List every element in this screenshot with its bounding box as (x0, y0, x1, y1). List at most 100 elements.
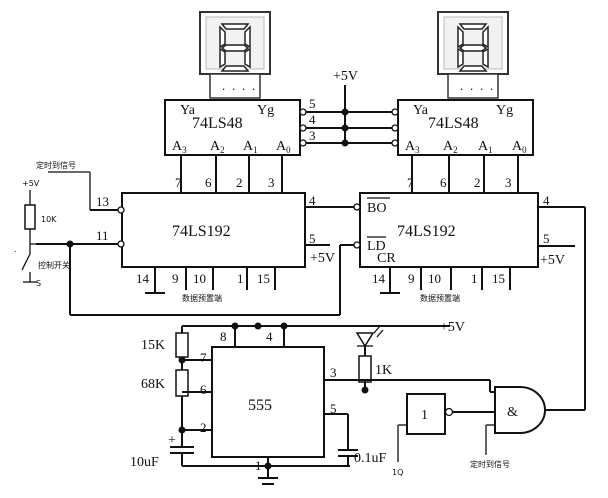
counter-right-bottom-pins: 数据预置端 (380, 267, 511, 303)
svg-text:A2: A2 (210, 139, 225, 155)
timing-signal-bottom-label: 定时到信号 (470, 459, 510, 469)
svg-text:3: 3 (268, 175, 275, 190)
svg-text:5: 5 (309, 231, 316, 246)
svg-text:.: . (470, 78, 473, 93)
counter-ic-right: 74LS192 BO LD CR 7 6 2 3 14 9 10 1 15 4 … (359, 175, 575, 286)
svg-text:.: . (252, 78, 255, 93)
supply-label-left-counter: +5V (310, 251, 335, 266)
svg-text:6: 6 (440, 175, 447, 190)
svg-text:A0: A0 (512, 139, 527, 155)
decoder-ic-left: Ya Yg 74LS48 A3 A2 A1 A0 (164, 99, 301, 156)
svg-text:7: 7 (200, 350, 207, 365)
counter-ic-left: 74LS192 7 6 2 3 14 9 10 1 15 4 5 +5V (121, 175, 335, 286)
switch-vcc-label: +5V (22, 179, 40, 188)
supply-label-right-counter: +5V (540, 253, 565, 268)
svg-text:10: 10 (193, 271, 206, 286)
decoder-right-out-first: Ya (413, 103, 429, 118)
inverter-ref-label: 1Q (392, 468, 403, 477)
link-pin-3: 3 (309, 128, 316, 143)
counter-right-label: 74LS192 (397, 223, 456, 240)
counter-left-bottom-pins: 数据预置端 (145, 267, 276, 303)
timing-signal-top-label: 定时到信号 (36, 160, 76, 170)
svg-text:A2: A2 (443, 139, 458, 155)
svg-text:6: 6 (205, 175, 212, 190)
svg-text:3: 3 (330, 365, 337, 380)
svg-text:4: 4 (543, 193, 550, 208)
inverter-symbol: 1 (421, 408, 428, 423)
c1-label: 10uF (130, 455, 159, 470)
svg-text:9: 9 (408, 271, 415, 286)
timer-rc-network: 15K 68K + 10uF 0.1uF (130, 326, 387, 470)
svg-text:8: 8 (220, 329, 227, 344)
decoder-left-out-first: Ya (180, 103, 196, 118)
svg-text:4: 4 (266, 329, 273, 344)
svg-text:15: 15 (492, 271, 505, 286)
control-switch-circuit: +5V 10K 控制开关 S . (14, 179, 70, 288)
r1-label: 15K (141, 338, 165, 353)
preset-left-label: 数据预置端 (182, 293, 222, 303)
counter-interconnect (70, 203, 361, 316)
svg-text:1: 1 (471, 271, 478, 286)
timer-output-wiring (324, 379, 495, 394)
switch-resistor-label: 10K (41, 215, 57, 224)
svg-text:14: 14 (136, 271, 150, 286)
svg-text:A3: A3 (172, 139, 187, 155)
svg-text:A0: A0 (276, 139, 291, 155)
link-pin-5: 5 (309, 96, 316, 111)
svg-text:.: . (14, 245, 17, 254)
decoder-ic-right: Ya Yg 74LS48 A3 A2 A1 A0 (397, 99, 534, 156)
supply-label-timer: +5V (440, 320, 465, 335)
svg-text:10: 10 (428, 271, 441, 286)
switch-ref-label: S (36, 279, 41, 288)
svg-text:15: 15 (257, 271, 270, 286)
svg-text:7: 7 (175, 175, 182, 190)
svg-text:2: 2 (200, 420, 207, 435)
svg-text:.: . (222, 78, 225, 93)
decoder-right-input-lines (411, 155, 519, 193)
svg-text:14: 14 (372, 271, 386, 286)
inverter-gate: 1 1Q (392, 393, 495, 477)
r2-label: 68K (141, 377, 165, 392)
supply-label-top: +5V (333, 69, 358, 84)
counter-bo-label: BO (367, 201, 386, 216)
link-pin-4: 4 (309, 112, 316, 127)
svg-text:7: 7 (407, 175, 414, 190)
led-resistor-label: 1K (375, 363, 392, 378)
feedback-line (538, 206, 586, 411)
preset-right-label: 数据预置端 (420, 293, 460, 303)
svg-text:.: . (480, 78, 483, 93)
svg-text:2: 2 (236, 175, 243, 190)
decoder-right-out-last: Yg (496, 103, 513, 118)
svg-text:A3: A3 (405, 139, 420, 155)
c1-plus: + (168, 433, 176, 448)
svg-text:5: 5 (543, 231, 550, 246)
control-switch-label: 控制开关 (38, 260, 70, 270)
counter-left-inputs: 定时到信号 13 11 (36, 160, 125, 315)
svg-text:13: 13 (96, 194, 109, 209)
svg-text:3: 3 (505, 175, 512, 190)
svg-text:2: 2 (474, 175, 481, 190)
c2-label: 0.1uF (354, 451, 387, 466)
and-gate: & 定时到信号 (470, 386, 546, 469)
svg-text:9: 9 (172, 271, 179, 286)
svg-text:4: 4 (309, 193, 316, 208)
timer-label: 555 (248, 397, 272, 414)
svg-text:1: 1 (237, 271, 244, 286)
svg-text:.: . (460, 78, 463, 93)
decoder-link-bus: 5 4 3 +5V (299, 69, 399, 147)
counter-cr-label: CR (377, 251, 396, 266)
and-symbol: & (507, 405, 518, 420)
seven-segment-display-left: .... (199, 11, 271, 99)
decoder-left-label: 74LS48 (192, 115, 243, 132)
svg-text:.: . (242, 78, 245, 93)
svg-text:A1: A1 (478, 139, 493, 155)
seven-segment-display-right: .... (437, 11, 509, 99)
svg-text:.: . (490, 78, 493, 93)
timer-555: 555 8 4 7 6 2 3 5 1 +5V (182, 320, 465, 485)
svg-text:11: 11 (96, 228, 109, 243)
decoder-left-input-lines (180, 155, 283, 193)
svg-text:5: 5 (330, 401, 337, 416)
svg-text:.: . (232, 78, 235, 93)
counter-ld-label: LD (367, 239, 386, 254)
